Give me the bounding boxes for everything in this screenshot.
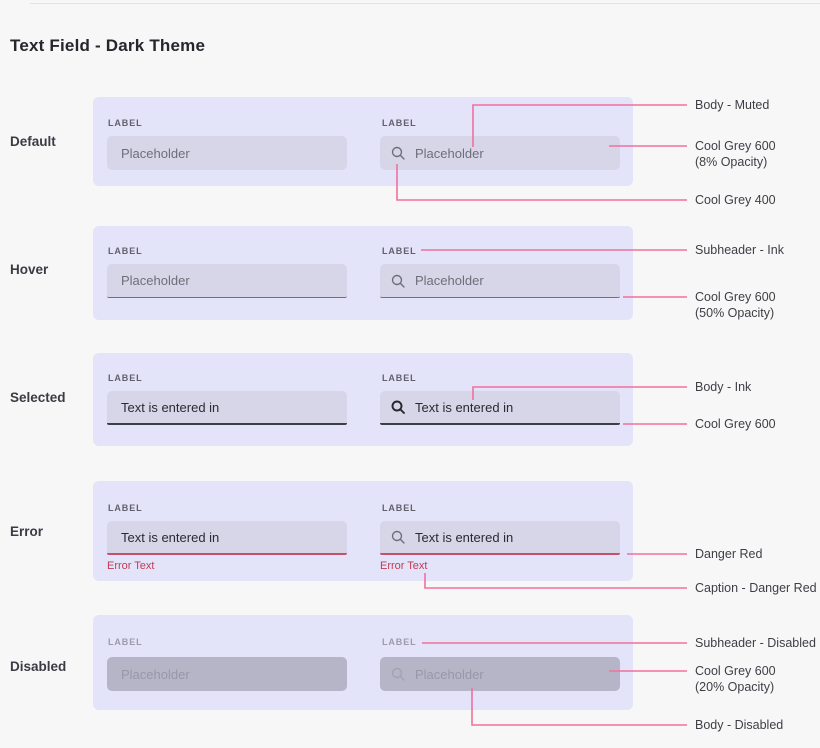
field-placeholder: Placeholder [415, 145, 484, 161]
annotation-cool-grey-600-8: Cool Grey 600 (8% Opacity) [695, 138, 776, 170]
text-field-error[interactable]: Text is entered in [107, 521, 347, 555]
search-field-error[interactable]: Text is entered in [380, 521, 620, 555]
annotation-line-2: (20% Opacity) [695, 680, 775, 694]
annotation-cool-grey-600: Cool Grey 600 [695, 417, 776, 431]
top-divider [30, 3, 820, 4]
state-name-hover: Hover [10, 262, 49, 277]
search-icon [391, 146, 405, 160]
field-placeholder: Placeholder [121, 666, 190, 682]
field-label-disabled: LABEL [382, 637, 417, 647]
annotation-line-1: Cool Grey 600 [695, 139, 776, 153]
search-icon [391, 274, 405, 288]
error-text: Error Text [107, 560, 155, 572]
text-field-hover[interactable]: Placeholder [107, 264, 347, 298]
error-text: Error Text [380, 560, 428, 572]
field-value: Text is entered in [121, 529, 220, 545]
state-name-default: Default [10, 134, 56, 149]
field-label: LABEL [108, 373, 143, 383]
field-value: Text is entered in [415, 529, 514, 545]
search-icon [391, 400, 405, 414]
field-label: LABEL [382, 118, 417, 128]
field-label: LABEL [382, 503, 417, 513]
search-field-selected[interactable]: Text is entered in [380, 391, 620, 425]
search-field-default[interactable]: Placeholder [380, 136, 620, 170]
field-label: LABEL [382, 373, 417, 383]
field-label: LABEL [382, 246, 417, 256]
field-label-disabled: LABEL [108, 637, 143, 647]
annotation-subheader-disabled: Subheader - Disabled [695, 636, 816, 650]
annotation-cool-grey-600-20: Cool Grey 600 (20% Opacity) [695, 663, 776, 695]
field-placeholder: Placeholder [415, 273, 484, 288]
field-placeholder: Placeholder [415, 666, 484, 682]
page-title: Text Field - Dark Theme [10, 36, 206, 55]
annotation-danger-red: Danger Red [695, 547, 763, 561]
state-name-error: Error [10, 524, 44, 539]
annotation-line-1: Cool Grey 600 [695, 290, 776, 304]
field-placeholder: Placeholder [121, 273, 190, 288]
search-icon [391, 530, 405, 544]
annotation-body-muted: Body - Muted [695, 98, 770, 112]
annotation-line-2: (50% Opacity) [695, 306, 775, 320]
field-value: Text is entered in [121, 399, 220, 415]
field-value: Text is entered in [415, 399, 514, 415]
text-field-disabled: Placeholder [107, 657, 347, 691]
field-label: LABEL [108, 503, 143, 513]
search-field-hover[interactable]: Placeholder [380, 264, 620, 298]
annotation-body-ink: Body - Ink [695, 380, 752, 394]
field-label: LABEL [108, 118, 143, 128]
field-label: LABEL [108, 246, 143, 256]
state-name-selected: Selected [10, 390, 66, 405]
annotation-cool-grey-400: Cool Grey 400 [695, 193, 776, 207]
annotation-caption-danger-red: Caption - Danger Red [695, 581, 817, 595]
search-field-disabled: Placeholder [380, 657, 620, 691]
annotation-cool-grey-600-50: Cool Grey 600 (50% Opacity) [695, 289, 776, 321]
text-field-selected[interactable]: Text is entered in [107, 391, 347, 425]
annotation-subheader-ink: Subheader - Ink [695, 243, 784, 257]
text-field-default[interactable]: Placeholder [107, 136, 347, 170]
search-icon [391, 667, 405, 681]
annotation-line-1: Cool Grey 600 [695, 664, 776, 678]
state-name-disabled: Disabled [10, 659, 67, 674]
field-placeholder: Placeholder [121, 145, 190, 161]
annotation-body-disabled: Body - Disabled [695, 718, 784, 732]
annotation-line-2: (8% Opacity) [695, 155, 768, 169]
